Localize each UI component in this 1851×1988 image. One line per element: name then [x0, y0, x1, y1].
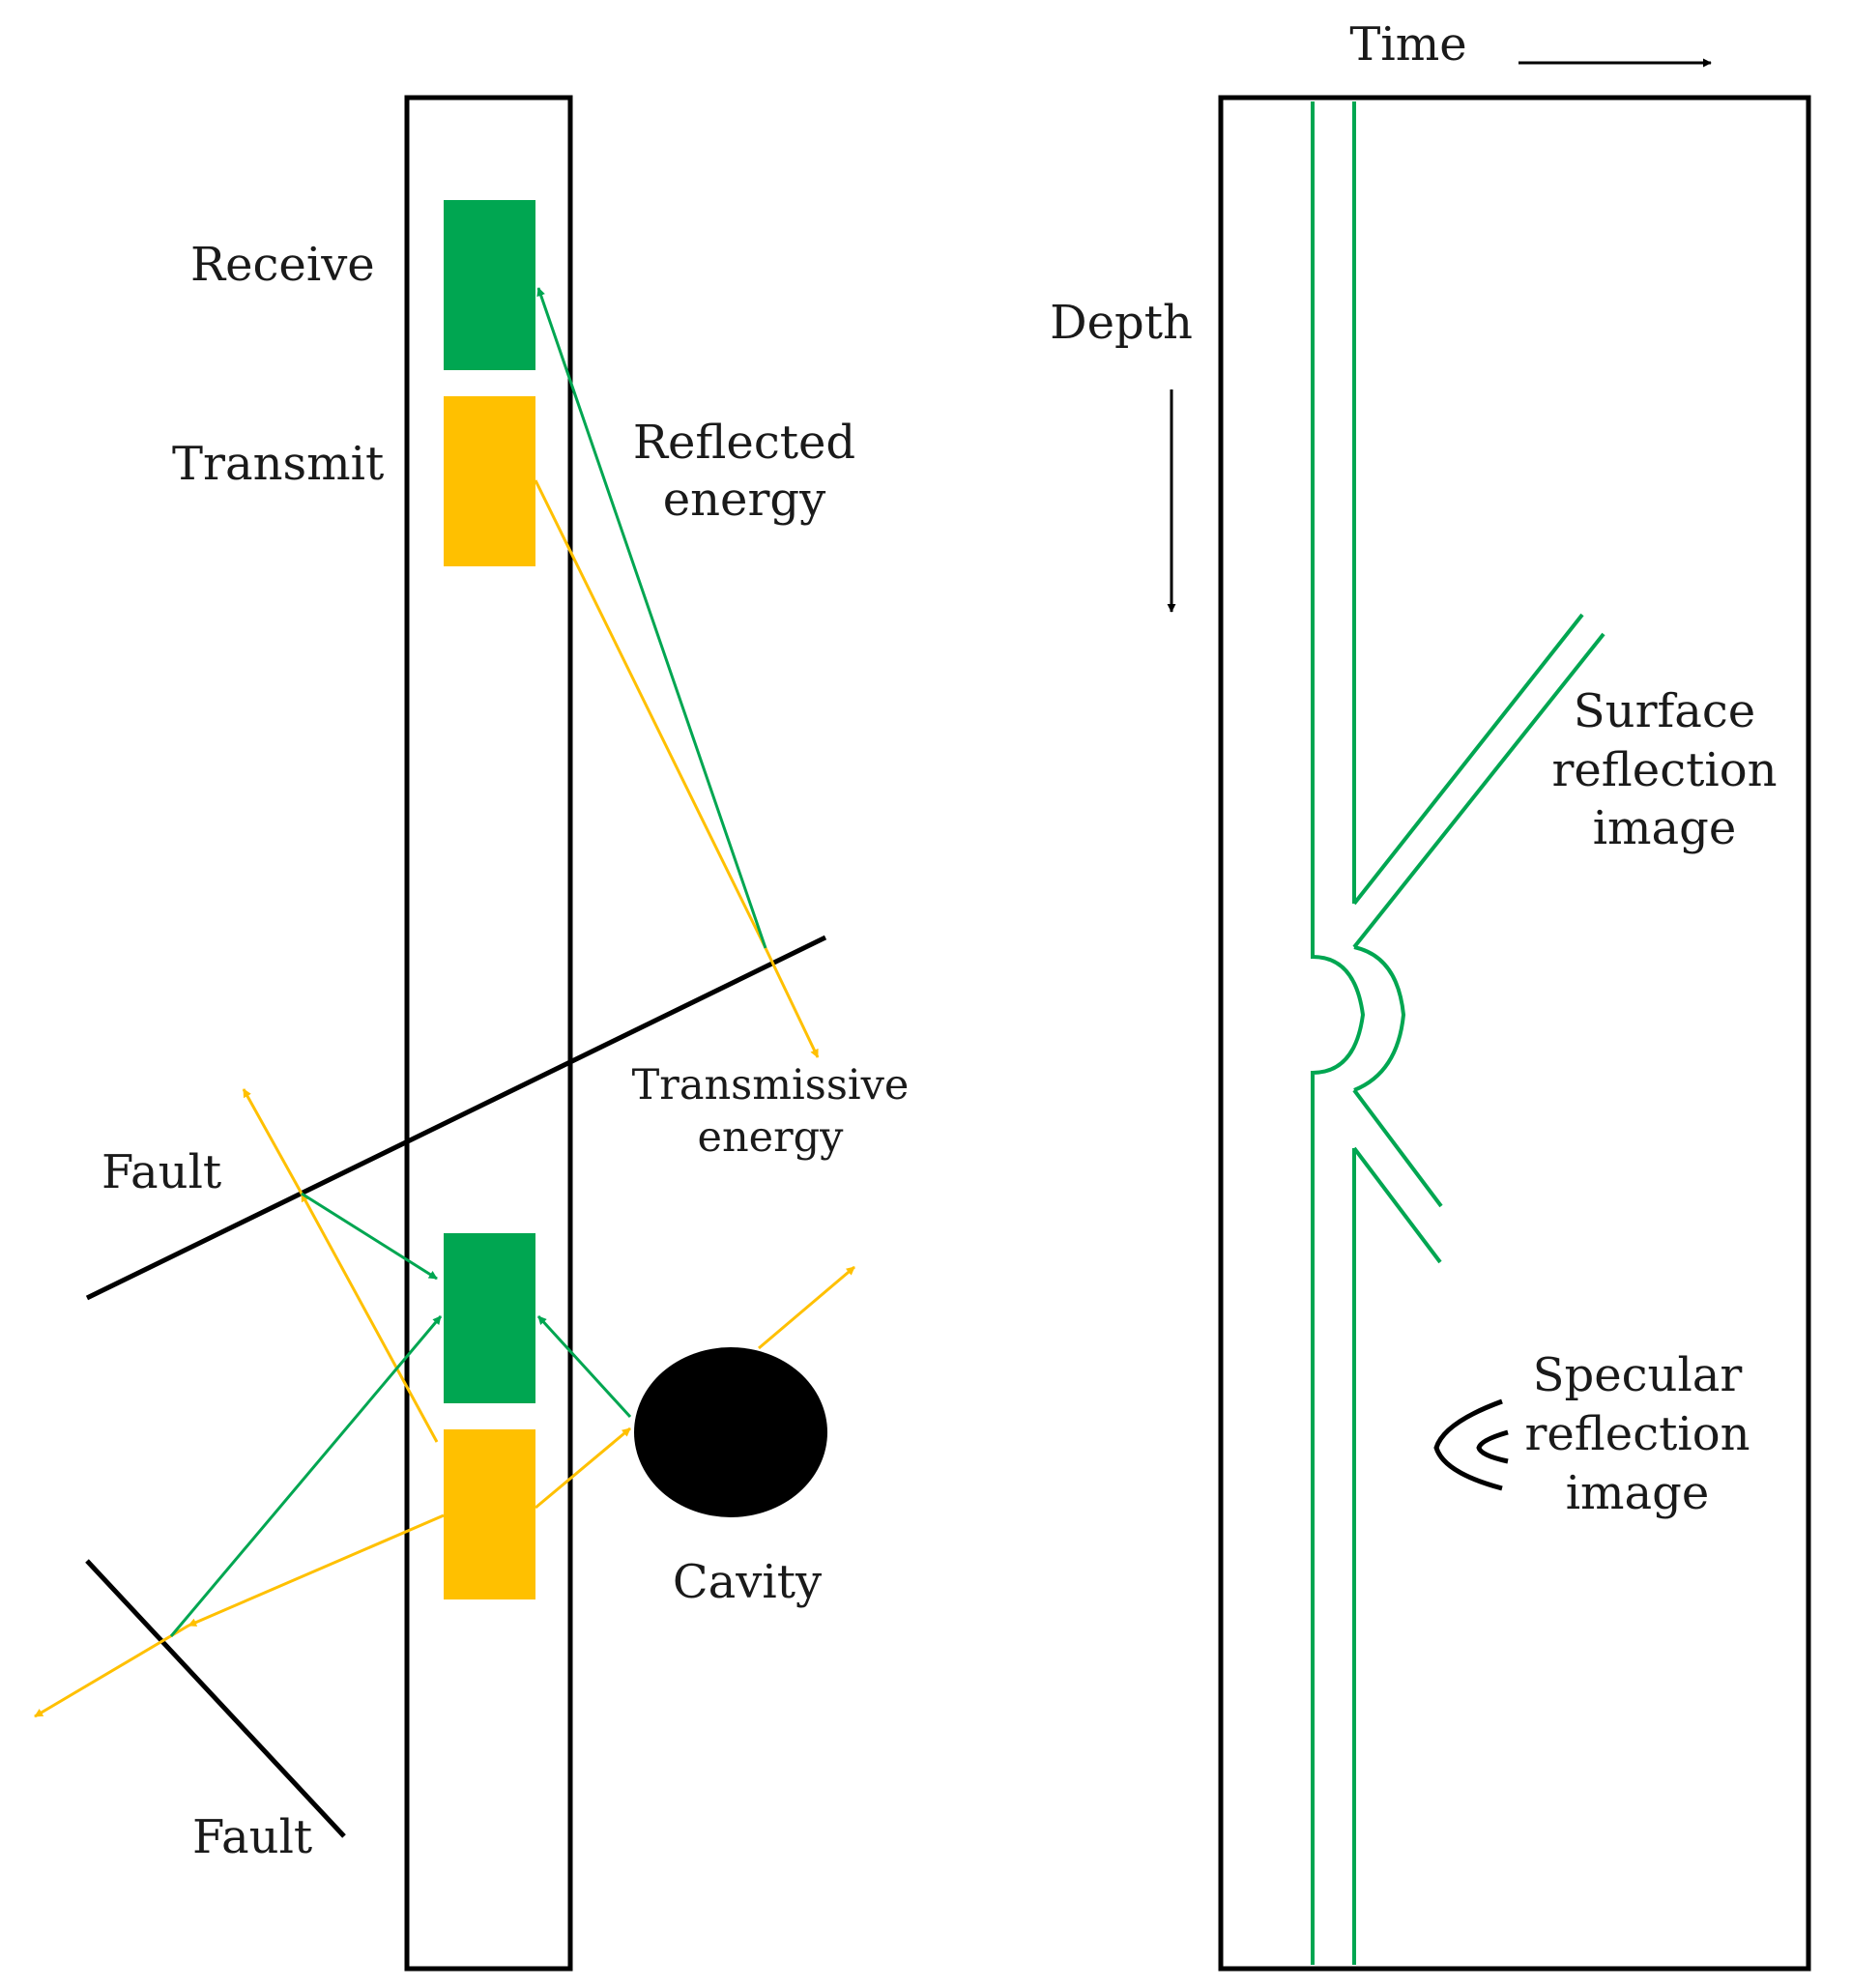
surface-reflection-label-line2: reflection	[1551, 743, 1777, 797]
yellow-ray-beyond-cavity	[758, 1265, 855, 1350]
surface-reflection-label-line1: Surface	[1574, 684, 1755, 738]
green-ray-from-cavity	[536, 1314, 632, 1419]
radar-image-panel	[1218, 95, 1811, 1972]
fault-line-upper	[85, 935, 827, 1301]
green-ray-reflected-upper	[536, 287, 767, 949]
transmit-label: Transmit	[172, 437, 384, 491]
surface-reflection-label-line3: image	[1593, 801, 1737, 855]
lower-reflection-line-a	[1352, 1088, 1443, 1208]
depth-label: Depth	[1050, 296, 1193, 350]
fault-label-lower: Fault	[192, 1810, 312, 1864]
specular-reflection-label-line1: Specular	[1533, 1348, 1743, 1402]
cavity-label: Cavity	[673, 1555, 822, 1609]
fault-label-upper: Fault	[101, 1145, 221, 1199]
receive-label: Receive	[190, 238, 375, 292]
specular-reflection-label-line2: reflection	[1524, 1407, 1750, 1461]
green-ray-from-fault-upper	[301, 1192, 438, 1281]
transmitter-antenna-lower	[444, 1429, 535, 1599]
specular-reflection-symbol-outer	[1433, 1398, 1503, 1491]
specular-reflection-label-line3: image	[1566, 1466, 1710, 1520]
lower-reflection-line-b	[1352, 1146, 1442, 1264]
green-ray-from-fault-lower	[169, 1315, 443, 1637]
receiver-antenna-upper	[444, 200, 535, 370]
surface-reflection-line-a	[1352, 613, 1584, 906]
radar-trace-right-hyperbola	[1353, 945, 1406, 1092]
time-label: Time	[1349, 17, 1466, 72]
cavity	[634, 1347, 827, 1517]
surface-reflection-line-b	[1352, 632, 1605, 949]
yellow-ray-through-fault-upper	[242, 1088, 304, 1195]
transmissive-energy-label-line2: energy	[698, 1113, 845, 1162]
yellow-ray-to-cavity	[535, 1426, 631, 1510]
radar-trace-left	[1311, 101, 1366, 1965]
receiver-antenna-lower	[444, 1233, 535, 1403]
yellow-ray-incident-upper	[534, 479, 767, 949]
reflected-energy-label-line2: energy	[663, 473, 826, 527]
yellow-ray-through-fault-lower	[34, 1624, 189, 1718]
fault-line-lower	[85, 1559, 346, 1838]
transmitter-antenna-upper	[444, 396, 535, 566]
transmissive-energy-label-line1: Transmissive	[632, 1061, 910, 1109]
yellow-ray-to-fault-upper	[300, 1193, 439, 1443]
borehole-left	[404, 95, 573, 1972]
yellow-ray-to-fault-lower	[188, 1513, 445, 1628]
specular-reflection-symbol-inner	[1476, 1429, 1509, 1464]
reflected-energy-label-line1: Reflected	[633, 416, 855, 470]
yellow-ray-transmitted-upper	[764, 947, 820, 1058]
